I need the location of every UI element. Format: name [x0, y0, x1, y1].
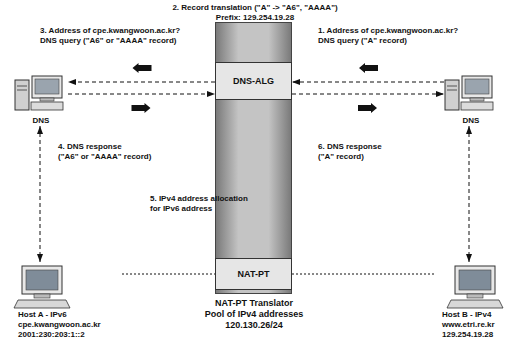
- node-title: DNS: [14, 116, 68, 126]
- connector-line: [292, 82, 444, 83]
- connector-line: [68, 94, 215, 95]
- step-label: 3. Address of cpe.kwangwoon.ac.kr?: [40, 26, 180, 36]
- step-label: Prefix: 129.254.19.28: [150, 13, 360, 23]
- node-title: NAT-PT Translator: [189, 298, 319, 309]
- step-label: 1. Address of cpe.kwangwoon.ac.kr?: [318, 26, 458, 36]
- node-title: Host B - IPv4: [442, 310, 508, 320]
- connector-line: [292, 274, 436, 275]
- connector-line: [292, 94, 444, 95]
- dns-response-arrow: [68, 94, 215, 113]
- ipv6-host: Host A - IPv6cpe.kwangwoon.ac.kr2001:230…: [10, 262, 122, 340]
- node-title: DNS: [444, 116, 498, 126]
- step-label: 4. DNS response: [58, 142, 122, 152]
- translator-band: NAT-PT TranslatorPool of IPv4 addresses1…: [189, 22, 319, 331]
- node-detail: cpe.kwangwoon.ac.kr: [18, 320, 122, 330]
- step-label: 5. IPv4 address allocation: [150, 194, 248, 204]
- dns-link: [469, 126, 470, 262]
- direction-block-arrow: [359, 63, 378, 73]
- dns-server-icon: [445, 76, 493, 110]
- connector-line: [40, 126, 41, 262]
- dns-query-arrow: [292, 63, 444, 82]
- step-label: ("A6" or "AAAA" record): [58, 152, 151, 162]
- direction-block-arrow: [132, 103, 151, 113]
- connector-line: [122, 274, 215, 275]
- dns-query-arrow: [68, 63, 215, 82]
- data-path: [292, 274, 436, 275]
- node-detail: 129.254.19.28: [442, 330, 508, 340]
- computer-icon: [447, 266, 503, 308]
- node-detail: 2001:230:203:1::2: [18, 330, 122, 340]
- connector-line: [469, 126, 470, 262]
- node-detail: www.etri.re.kr: [442, 320, 508, 330]
- dns-alg-box: DNS-ALG: [215, 62, 292, 100]
- node-detail: Pool of IPv4 addresses: [189, 309, 319, 320]
- node-title: NAT-PT: [238, 269, 270, 280]
- step-label: 2. Record translation ("A" -> "A6", "AAA…: [150, 3, 360, 13]
- node-title: Host A - IPv6: [18, 310, 122, 320]
- nat-pt-box: NAT-PT: [215, 258, 292, 290]
- step-label: ("A" record): [318, 152, 364, 162]
- step-label: DNS query ("A" record): [318, 36, 407, 46]
- computer-icon: [14, 266, 70, 308]
- dns-link: [40, 126, 41, 262]
- node-detail: 120.130.26/24: [189, 320, 319, 331]
- step-label: DNS query ("A6" or "AAAA" record): [40, 36, 177, 46]
- ipv4-host: Host B - IPv4www.etri.re.kr129.254.19.28: [436, 262, 508, 340]
- node-title: DNS-ALG: [233, 76, 274, 87]
- direction-block-arrow: [358, 103, 377, 113]
- dns-server: DNS: [14, 74, 68, 126]
- step-label: 6. DNS response: [318, 142, 382, 152]
- dns-server-icon: [15, 76, 63, 110]
- connector-line: [68, 82, 215, 83]
- dns-server: DNS: [444, 74, 498, 126]
- direction-block-arrow: [133, 63, 152, 73]
- data-path: [122, 274, 215, 275]
- step-label: for IPv6 address: [150, 204, 212, 214]
- dns-response-arrow: [292, 94, 444, 113]
